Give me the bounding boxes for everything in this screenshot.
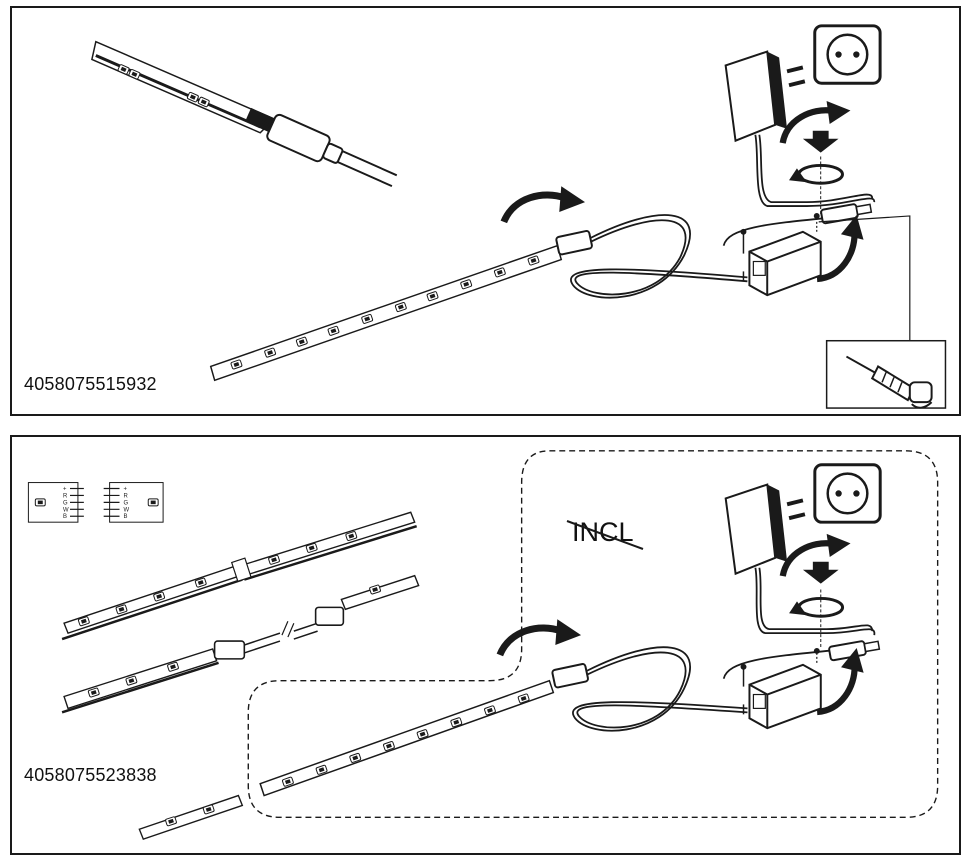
pin-label: R (123, 493, 128, 499)
pin-label: W (123, 507, 129, 513)
pin-label: + (63, 486, 67, 492)
pin-label: B (63, 514, 67, 520)
pin-diagram-right: + R G W B (103, 482, 164, 523)
product-code-label: 4058075515932 (24, 374, 157, 394)
strip-set-2 (61, 574, 420, 714)
controller-box-icon (740, 647, 822, 730)
curved-arrow-icon (504, 186, 585, 222)
strip-bottom (138, 794, 244, 841)
connector-icon (555, 214, 748, 299)
pin-label: R (63, 493, 68, 499)
socket-icon (813, 24, 882, 85)
connector-icon (551, 646, 748, 732)
pin-label: W (63, 507, 69, 513)
pin-label: + (123, 486, 127, 492)
strip-set-1 (61, 511, 418, 641)
led-strip-icon (259, 679, 555, 797)
controller-box-icon (740, 212, 822, 297)
pin-label: B (123, 514, 127, 520)
pin-label: G (123, 500, 128, 506)
pin-label: G (63, 500, 68, 506)
led-strip-icon (209, 244, 563, 382)
plug-adapter-icon (724, 483, 876, 636)
socket-icon (813, 463, 882, 524)
rotate-arrow-icon (789, 156, 844, 216)
product-code-label: 4058075523838 (24, 765, 157, 785)
screwdriver-icon (845, 355, 933, 409)
included-area-outline (247, 450, 939, 819)
screwdriver-inset (825, 339, 947, 409)
rotate-arrow-icon (789, 589, 845, 649)
diagram-bottom-art: + R G W B + R G W B (27, 450, 939, 841)
down-arrow-icon (802, 130, 839, 153)
panel-top: 4058075515932 (10, 6, 961, 416)
strike-through-mark (566, 520, 644, 550)
connector-closeup (255, 113, 398, 188)
plug-adapter-icon (724, 50, 876, 207)
panel-bottom: + R G W B + R G W B (10, 435, 961, 855)
down-arrow-icon (802, 561, 839, 584)
curved-arrow-icon (500, 619, 581, 655)
strip-closeup (91, 40, 276, 134)
diagram-top-art (91, 24, 947, 409)
pin-diagram-left: + R G W B (27, 482, 84, 523)
